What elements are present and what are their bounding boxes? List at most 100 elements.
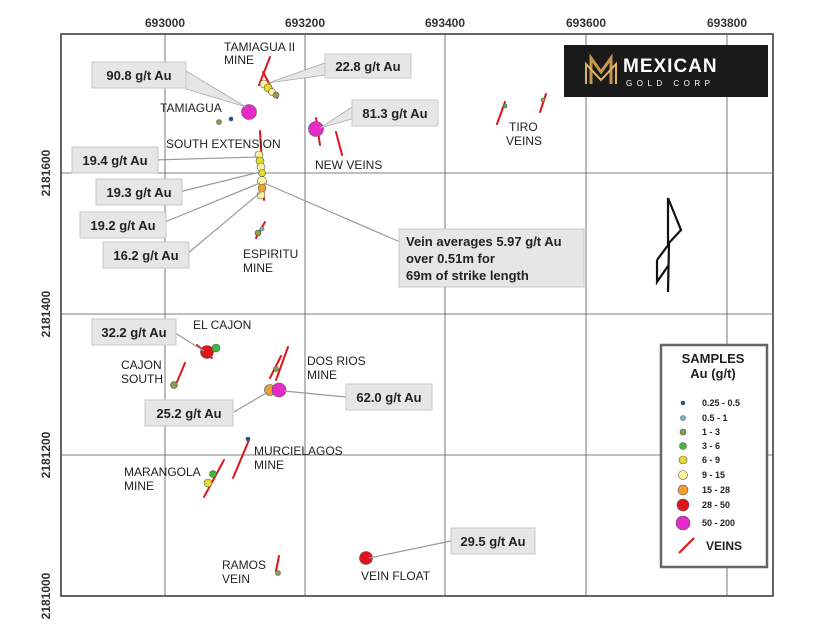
place-label: VEIN xyxy=(222,572,250,586)
y-tick-label: 2181600 xyxy=(39,149,53,196)
vein-line xyxy=(335,131,343,156)
grid-lines xyxy=(61,34,773,596)
place-label: MINE xyxy=(243,261,273,275)
legend-item-label: 50 - 200 xyxy=(702,518,735,528)
place-label: SOUTH xyxy=(121,372,163,386)
y-tick-label: 2181400 xyxy=(39,290,53,337)
place-label: VEINS xyxy=(506,134,542,148)
logo-mark-icon xyxy=(585,53,617,84)
place-label: TAMIAGUA II xyxy=(224,40,295,54)
legend-veins-label: VEINS xyxy=(706,539,742,553)
callout-label: 19.4 g/t Au xyxy=(82,153,147,168)
sample-point xyxy=(241,104,257,120)
callout-label: 90.8 g/t Au xyxy=(106,68,171,83)
callout-90-8: 90.8 g/t Au xyxy=(91,61,187,89)
legend-item-label: 9 - 15 xyxy=(702,470,725,480)
sample-point xyxy=(245,436,251,442)
legend-item-label: 6 - 9 xyxy=(702,455,720,465)
callout-22-8: 22.8 g/t Au xyxy=(324,53,412,79)
vein-line xyxy=(258,56,271,86)
sample-point xyxy=(271,382,287,398)
place-label: VEIN FLOAT xyxy=(361,569,431,583)
place-label: DOS RIOS xyxy=(307,354,366,368)
vein-line xyxy=(176,362,186,383)
callout-label: 29.5 g/t Au xyxy=(460,534,525,549)
x-tick-label: 693000 xyxy=(145,16,185,30)
callout-label: 19.3 g/t Au xyxy=(106,185,171,200)
place-label: MINE xyxy=(307,368,337,382)
callout-leaders xyxy=(152,62,452,559)
north-arrow-icon xyxy=(655,197,683,293)
sample-point xyxy=(200,345,214,359)
legend-item-label: 0.25 - 0.5 xyxy=(702,398,740,408)
callout-81-3: 81.3 g/t Au xyxy=(351,99,439,127)
sample-point xyxy=(273,366,279,372)
legend-swatch xyxy=(680,400,686,406)
sample-point xyxy=(211,343,221,353)
place-label: MURCIELAGOS xyxy=(254,444,343,458)
vein-line xyxy=(275,555,280,572)
x-tick-label: 693200 xyxy=(285,16,325,30)
legend-items: 0.25 - 0.5 0.5 - 1 1 - 3 3 - 6 6 - 9 9 - 15 15… xyxy=(675,398,740,531)
legend-item-label: 3 - 6 xyxy=(702,441,720,451)
legend-swatch xyxy=(678,470,688,480)
callout-label: over 0.51m for xyxy=(406,251,495,266)
place-label: RAMOS xyxy=(222,558,266,572)
place-label: MARANGOLA xyxy=(124,465,201,479)
sample-point xyxy=(272,91,280,99)
callout-label: 62.0 g/t Au xyxy=(356,390,421,405)
callout-label: 16.2 g/t Au xyxy=(113,248,178,263)
sample-point xyxy=(275,570,281,576)
legend-swatch xyxy=(679,442,687,450)
place-label: TIRO xyxy=(509,120,538,134)
legend-item-label: 0.5 - 1 xyxy=(702,413,728,423)
sample-point xyxy=(254,229,262,237)
sample-point xyxy=(257,183,267,193)
place-label: ESPIRITU xyxy=(243,247,298,261)
legend-swatch xyxy=(675,515,691,531)
callout-label: 22.8 g/t Au xyxy=(335,59,400,74)
sample-point xyxy=(502,103,508,109)
vein-line xyxy=(232,439,250,479)
sample-point xyxy=(308,121,324,137)
sample-point xyxy=(203,478,213,488)
sample-point xyxy=(540,97,546,103)
vein-line xyxy=(275,346,289,381)
place-label: SOUTH EXTENSION xyxy=(166,137,281,151)
legend-swatch xyxy=(679,428,687,436)
sample-point xyxy=(216,119,222,125)
callout-vein-average: Vein averages 5.97 g/t Au over 0.51m for… xyxy=(398,228,585,288)
legend-swatch xyxy=(676,498,690,512)
place-label: TAMIAGUA xyxy=(160,101,222,115)
callout-19-2: 19.2 g/t Au xyxy=(79,211,167,239)
y-tick-label: 2181200 xyxy=(39,431,53,478)
legend-item-label: 1 - 3 xyxy=(702,427,720,437)
place-label: MINE xyxy=(124,479,154,493)
legend-item-label: 28 - 50 xyxy=(702,500,730,510)
legend-swatch xyxy=(680,415,686,421)
legend-box xyxy=(659,343,769,569)
callout-19-4: 19.4 g/t Au xyxy=(71,146,159,174)
logo-line1: MEXICAN xyxy=(623,56,718,77)
place-label: CAJON xyxy=(121,358,162,372)
vein-line xyxy=(539,93,547,113)
samples-legend: SAMPLES Au (g/t) 0.25 - 0.50.5 - 11 - 33… xyxy=(659,343,769,569)
callout-25-2: 25.2 g/t Au xyxy=(144,399,234,427)
company-logo: MEXICAN GOLD CORP xyxy=(564,45,768,97)
sample-points xyxy=(170,79,546,576)
callout-label: 19.2 g/t Au xyxy=(90,218,155,233)
x-tick-label: 693600 xyxy=(566,16,606,30)
legend-item-label: 15 - 28 xyxy=(702,485,730,495)
callout-62-0: 62.0 g/t Au xyxy=(345,383,433,411)
sample-point xyxy=(228,116,234,122)
sample-point xyxy=(209,470,217,478)
legend-swatch xyxy=(677,484,689,496)
callout-32-2: 32.2 g/t Au xyxy=(91,318,177,346)
x-tick-label: 693800 xyxy=(707,16,747,30)
sample-point xyxy=(170,381,178,389)
callout-label: 81.3 g/t Au xyxy=(362,106,427,121)
legend-subtitle: Au (g/t) xyxy=(690,366,735,381)
place-label: EL CAJON xyxy=(193,318,251,332)
sample-point xyxy=(259,226,265,232)
